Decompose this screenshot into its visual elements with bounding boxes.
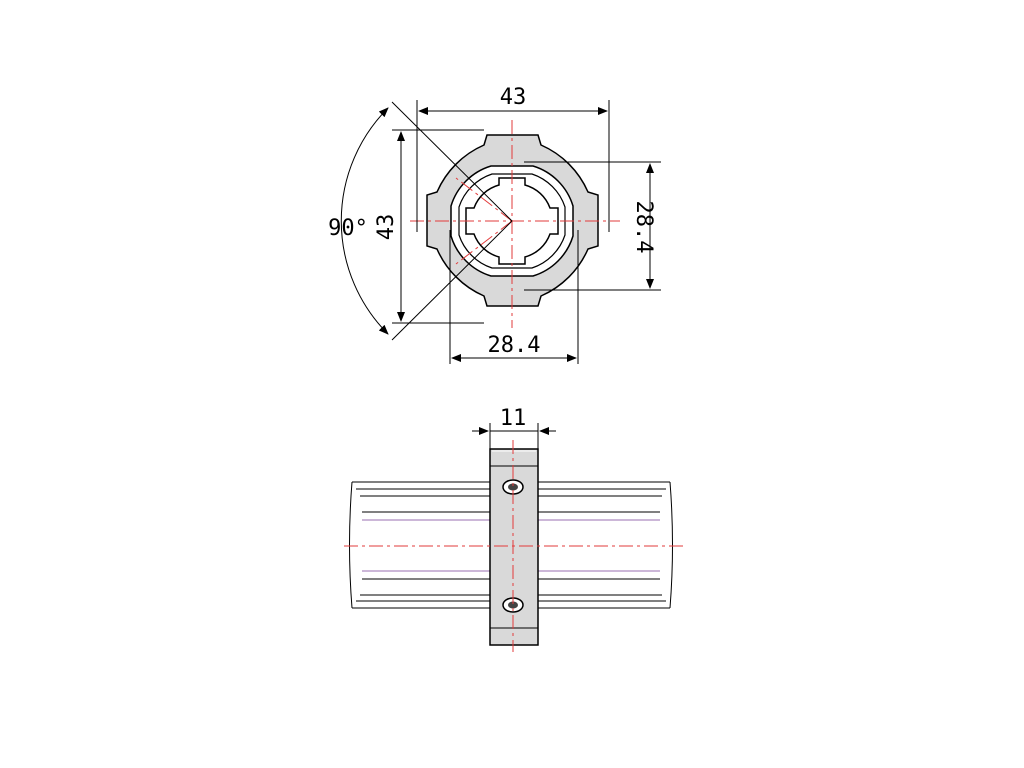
collar-side	[489, 448, 539, 646]
side-thickness-label: 11	[500, 406, 527, 431]
tube-accent-right	[538, 519, 660, 572]
front-view: 90° 43 43 28.4 28.4	[328, 85, 661, 364]
dim-inner-height	[524, 161, 661, 291]
inner-height-label: 28.4	[631, 201, 656, 254]
dim-inner-width	[449, 230, 579, 364]
angle-label: 90°	[328, 216, 368, 241]
front-centerlines	[410, 120, 620, 328]
angle-dimension	[340, 101, 513, 341]
inner-width-label: 28.4	[488, 333, 541, 358]
screw-bottom-icon	[502, 597, 524, 613]
dim-front-height	[392, 129, 484, 324]
front-width-label: 43	[500, 85, 527, 110]
dim-front-width	[416, 100, 610, 232]
tube-profile-left	[349, 481, 490, 609]
inner-sleeve-outer	[458, 173, 566, 269]
tube-accent-left	[362, 519, 490, 572]
dim-side-thickness	[472, 423, 556, 449]
tube-profile-right	[538, 481, 673, 609]
side-view: 11	[344, 406, 686, 652]
outer-ring	[426, 134, 599, 307]
side-centerlines	[344, 440, 686, 652]
front-height-label: 43	[374, 214, 399, 241]
